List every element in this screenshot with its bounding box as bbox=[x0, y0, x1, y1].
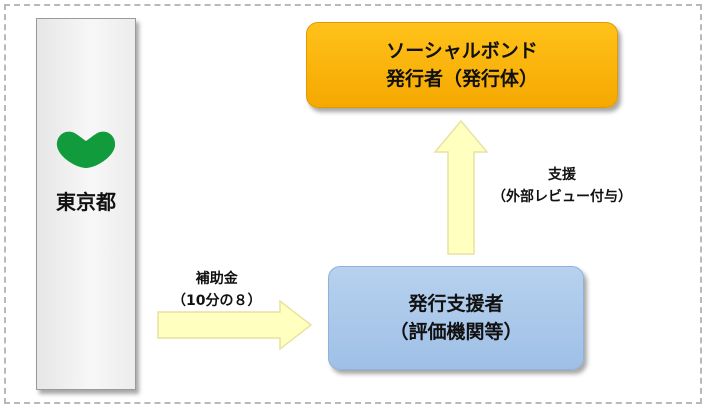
support-arrow bbox=[433, 119, 489, 255]
subsidy-arrow-label: 補助金 （10分の８） bbox=[172, 268, 261, 312]
subsidy-arrow-label-line2: （10分の８） bbox=[172, 293, 262, 309]
subsidy-arrow bbox=[157, 299, 313, 351]
diagram-frame bbox=[4, 4, 702, 404]
tokyo-label: 東京都 bbox=[56, 190, 116, 214]
support-org-title: 発行支援者 bbox=[408, 293, 504, 315]
support-arrow-label-line1: 支援 bbox=[548, 167, 576, 183]
issuer-subtitle: 発行者（発行体） bbox=[385, 68, 538, 90]
support-org-box: 発行支援者 （評価機関等） bbox=[328, 266, 584, 370]
support-arrow-label: 支援 （外部レビュー付与） bbox=[492, 164, 632, 208]
support-arrow-label-line2: （外部レビュー付与） bbox=[492, 189, 632, 205]
ginkgo-leaf-icon bbox=[56, 131, 116, 168]
issuer-title: ソーシャルボンド bbox=[386, 40, 538, 62]
subsidy-arrow-label-line1: 補助金 bbox=[195, 271, 238, 287]
support-org-subtitle: （評価機関等） bbox=[389, 321, 523, 343]
tokyo-column bbox=[36, 18, 136, 390]
issuer-box: ソーシャルボンド 発行者（発行体） bbox=[306, 22, 618, 108]
